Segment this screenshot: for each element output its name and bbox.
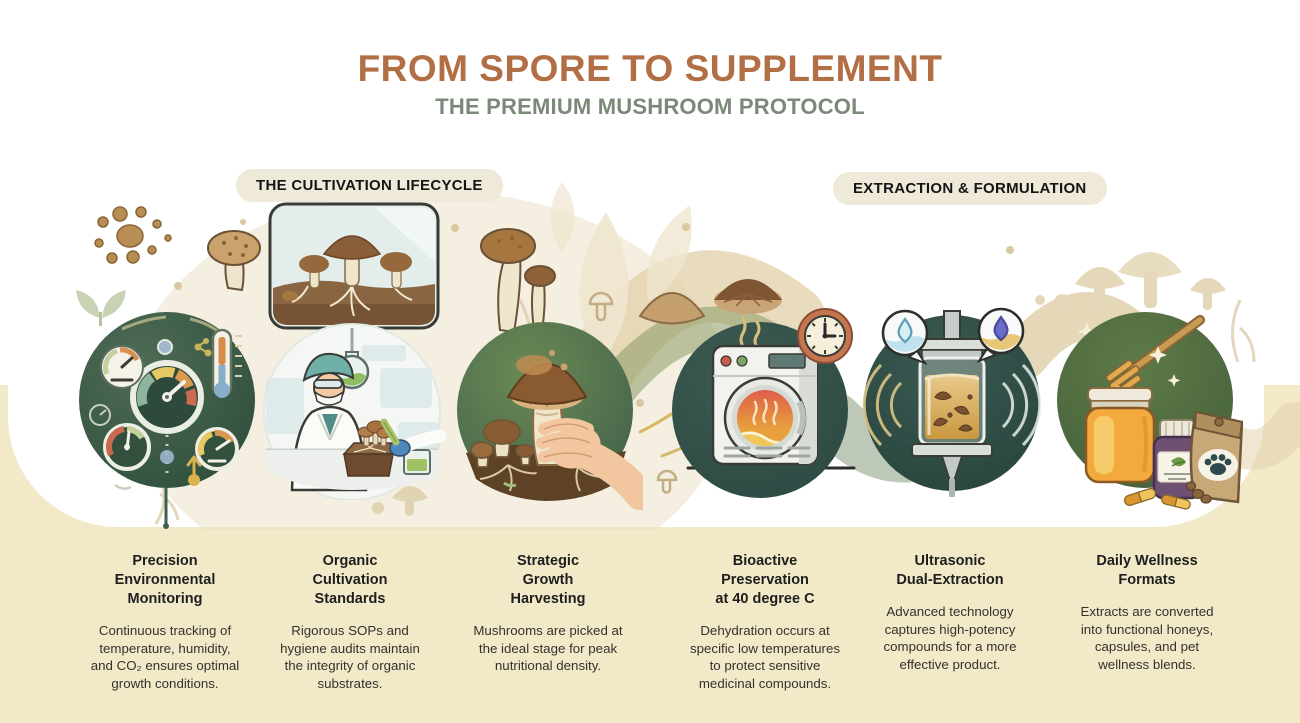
sound-waves-left-icon — [862, 363, 903, 447]
main-gauge-icon — [130, 360, 204, 434]
capsule-icon — [1161, 494, 1191, 510]
stage-title: Strategic Growth Harvesting — [510, 553, 586, 608]
stage-card-ultrasonic-dual-extraction: Ultrasonic Dual-Extraction Advanced tech… — [852, 552, 1048, 673]
page-title: FROM SPORE TO SUPPLEMENT — [357, 48, 943, 89]
stage-description: Continuous tracking of temperature, humi… — [90, 623, 240, 692]
stage-card-bioactive-preservation: Bioactive Preservation at 40 degree C De… — [667, 552, 863, 693]
stage-title: Ultrasonic Dual-Extraction — [896, 553, 1004, 589]
indicator-light-green — [736, 355, 748, 367]
stage-title: Bioactive Preservation at 40 degree C — [715, 553, 815, 608]
capsule-icon — [1123, 487, 1157, 507]
dryer-machine-icon — [711, 344, 819, 466]
grow-panel-icon — [268, 202, 440, 330]
ultrasonic-extractor-illustration — [862, 307, 1042, 497]
mini-dial-icon — [89, 404, 111, 426]
pet-pouch-icon — [1185, 410, 1243, 504]
mushroom-pieces — [932, 391, 973, 432]
lab-cultivation-illustration — [263, 202, 447, 500]
supplement-bottle-icon — [1152, 419, 1202, 500]
sensor-dot-icon — [157, 339, 173, 355]
stage-description: Rigorous SOPs and hygiene audits maintai… — [280, 623, 420, 692]
humidity-gauge-icon — [103, 423, 151, 471]
stage-description: Dehydration occurs at specific low tempe… — [689, 623, 841, 692]
stage-description: Mushrooms are picked at the ideal stage … — [473, 623, 623, 674]
top-pipe — [943, 310, 961, 340]
display-panel — [768, 353, 806, 369]
stage-title: Precision Environmental Monitoring — [114, 553, 216, 608]
header: FROM SPORE TO SUPPLEMENT THE PREMIUM MUS… — [0, 48, 1300, 120]
stage-description: Advanced technology captures high-potenc… — [883, 604, 1017, 672]
section-badge-extraction-formulation: EXTRACTION & FORMULATION — [833, 172, 1107, 205]
water-droplet-bubble-icon — [881, 309, 929, 366]
stage-card-precision-environmental-monitoring: Precision Environmental Monitoring Conti… — [67, 552, 263, 693]
clock-icon — [797, 308, 853, 364]
page-subtitle: THE PREMIUM MUSHROOM PROTOCOL — [435, 94, 865, 119]
stage-card-strategic-growth-harvesting: Strategic Growth Harvesting Mushrooms ar… — [450, 552, 646, 675]
stage-card-daily-wellness-formats: Daily Wellness Formats Extracts are conv… — [1049, 552, 1245, 673]
co2-gauge-icon — [195, 427, 239, 471]
kibble-pieces — [1185, 481, 1212, 504]
goggles-icon — [313, 379, 343, 389]
honey-jar-icon — [1084, 387, 1156, 484]
stage-description: Extracts are converted into functional h… — [1080, 604, 1214, 672]
stage-title: Organic Cultivation Standards — [312, 553, 388, 608]
indicator-light-red — [720, 355, 732, 367]
small-gauge-icon — [100, 345, 144, 389]
environment-gauges-illustration — [79, 312, 255, 490]
stage-title: Daily Wellness Formats — [1096, 553, 1198, 589]
stage-card-organic-cultivation-standards: Organic Cultivation Standards Rigorous S… — [252, 552, 448, 693]
section-badge-cultivation-lifecycle: THE CULTIVATION LIFECYCLE — [236, 169, 503, 202]
dehydrator-clock-illustration — [672, 308, 853, 498]
honey-capsules-pet-pouch-illustration — [1057, 312, 1243, 510]
hand-picking-mushroom-illustration — [457, 322, 643, 510]
extraction-vessel-icon — [911, 338, 993, 497]
